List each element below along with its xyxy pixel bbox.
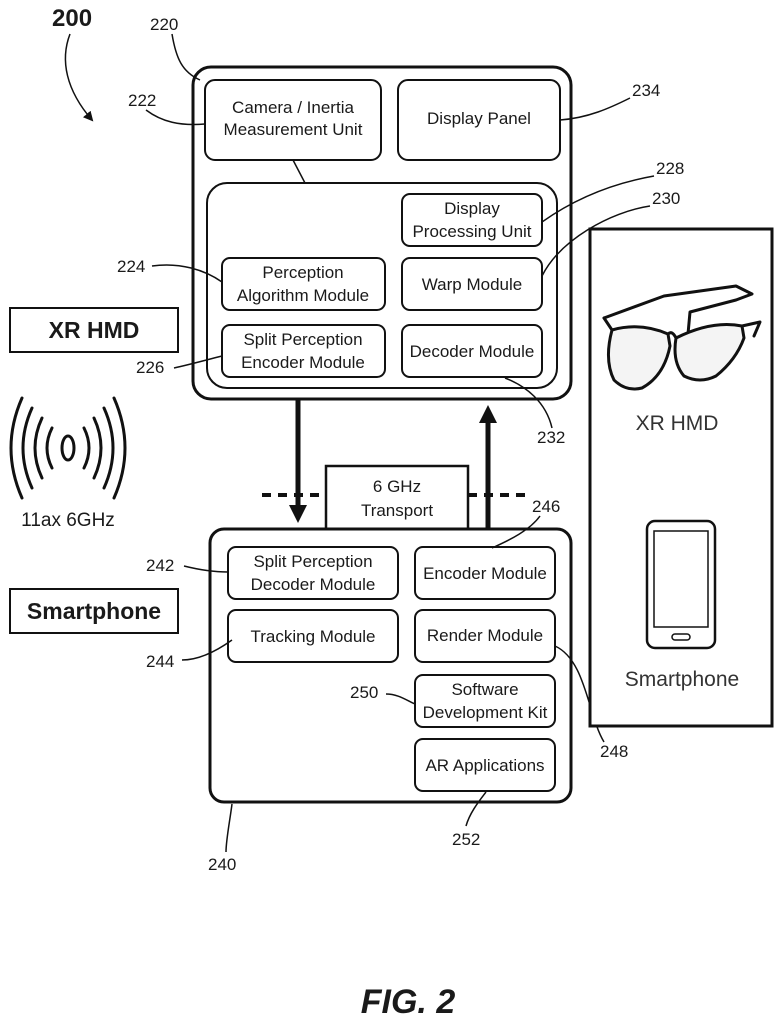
ar-apps-label: AR Applications (425, 756, 544, 775)
camera-imu-ref: 222 (128, 91, 156, 110)
hmd-ref: 220 (150, 15, 178, 34)
figure-number-arrow (65, 34, 92, 120)
warp-label: Warp Module (422, 275, 522, 294)
display-panel-ref: 234 (632, 81, 660, 100)
warp-ref: 230 (652, 189, 680, 208)
transport-label-2: Transport (361, 501, 433, 520)
tracking-label: Tracking Module (250, 627, 375, 646)
smartphone-icon (647, 521, 715, 648)
figure-caption: FIG. 2 (361, 983, 456, 1021)
encoder-ref: 246 (532, 497, 560, 516)
split-encoder-label-1: Split Perception (243, 330, 362, 349)
device-panel (590, 229, 772, 726)
xr-hmd-label: XR HMD (49, 317, 140, 343)
wireless-signal-icon (11, 398, 125, 498)
split-decoder-label-1: Split Perception (253, 552, 372, 571)
perception-ref: 224 (117, 257, 145, 276)
camera-imu-label-2: Measurement Unit (224, 120, 363, 139)
phone-ref: 240 (208, 855, 236, 874)
encoder-label: Encoder Module (423, 564, 547, 583)
sdk-label-1: Software (451, 680, 518, 699)
display-processing-ref: 228 (656, 159, 684, 178)
tracking-ref: 244 (146, 652, 174, 671)
transport-label-1: 6 GHz (373, 477, 421, 496)
split-decoder-ref: 242 (146, 556, 174, 575)
sdk-label-2: Development Kit (423, 703, 548, 722)
smartphone-label: Smartphone (27, 598, 161, 624)
split-encoder-ref: 226 (136, 358, 164, 377)
split-decoder-label-2: Decoder Module (251, 575, 376, 594)
render-label: Render Module (427, 626, 543, 645)
phone-ref-leader (226, 804, 232, 852)
perception-label-1: Perception (262, 263, 343, 282)
camera-imu-label-1: Camera / Inertia (232, 98, 354, 117)
perception-label-2: Algorithm Module (237, 286, 369, 305)
split-encoder-label-2: Encoder Module (241, 353, 365, 372)
display-processing-label-2: Processing Unit (412, 222, 531, 241)
device-panel-hmd-label: XR HMD (636, 412, 719, 435)
transport-box (326, 466, 468, 530)
device-panel-phone-label: Smartphone (625, 668, 739, 691)
render-ref: 248 (600, 742, 628, 761)
figure-number: 200 (52, 5, 92, 32)
decoder-label: Decoder Module (410, 342, 535, 361)
decoder-ref: 232 (537, 428, 565, 447)
wireless-label: 11ax 6GHz (21, 510, 115, 531)
display-panel-label: Display Panel (427, 109, 531, 128)
sdk-ref: 250 (350, 683, 378, 702)
ar-apps-ref: 252 (452, 830, 480, 849)
display-processing-label-1: Display (444, 199, 500, 218)
